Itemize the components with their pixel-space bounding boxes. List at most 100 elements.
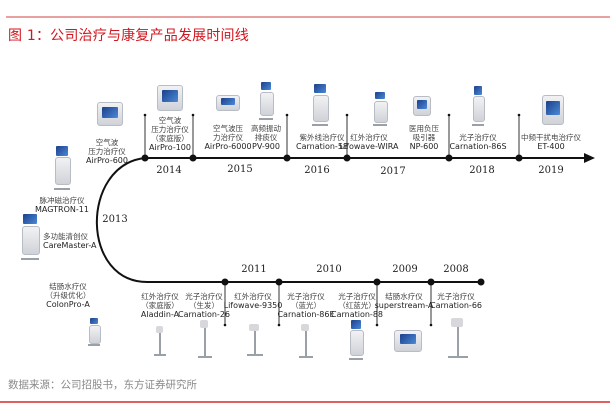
device-image (257, 82, 275, 120)
device-image (471, 86, 485, 126)
device-image (542, 95, 564, 125)
product-desc: 多功能清创仪 (43, 232, 88, 241)
device-image (52, 146, 72, 190)
product-label: 红外治疗仪（家庭版）Aladdin-A (141, 292, 179, 319)
product-model: CareMaster-A (43, 241, 97, 250)
product-desc: 红外治疗仪 (350, 133, 388, 142)
product-desc: 中频干扰电治疗仪 (521, 133, 581, 142)
product-model: Carnation-88 (331, 310, 383, 319)
product-desc: 空气波 (95, 138, 119, 147)
timeline-dot (427, 278, 435, 286)
device-image (198, 320, 212, 358)
device-image (448, 318, 468, 358)
product-desc: 结肠水疗仪 (49, 282, 87, 291)
product-desc: 排痰仪 (254, 133, 278, 142)
timeline-dot (477, 278, 485, 286)
product-desc: 光子治疗仪 (287, 292, 325, 301)
device-image (247, 324, 263, 356)
product-label: 光子治疗仪（红蓝光）Carnation-88 (331, 292, 383, 319)
product-model: Carnation-26 (178, 310, 230, 319)
product-desc: 高频振动 (251, 124, 281, 133)
product-model: Carnation-86E (277, 310, 335, 319)
device-image (87, 318, 101, 346)
year-label: 2013 (102, 214, 128, 225)
product-desc: 压力治疗仪 (88, 147, 126, 156)
device-image (216, 95, 240, 111)
timeline-curve (95, 157, 151, 284)
product-desc: 结肠水疗仪 (385, 292, 423, 301)
product-model: ET-400 (537, 142, 565, 151)
product-model: Aladdin-A (140, 310, 180, 319)
product-desc: （红蓝光） (338, 301, 376, 310)
year-label: 2014 (156, 165, 182, 176)
product-desc: 脉冲磁治疗仪 (39, 196, 85, 205)
product-desc: （家庭版） (151, 134, 189, 143)
year-label: 2010 (316, 264, 342, 275)
device-image (310, 84, 330, 126)
product-label: 空气波压力治疗仪（家庭版）AirPro-100 (149, 116, 191, 152)
timeline-dot (221, 278, 229, 286)
product-desc: 光子治疗仪 (459, 133, 497, 142)
timeline-dot (141, 154, 149, 162)
year-label: 2018 (469, 165, 495, 176)
device-image (347, 320, 365, 360)
product-desc: 压力治疗仪 (151, 125, 189, 134)
product-model: ColonPro-A (46, 300, 90, 309)
product-model: AirPro-600 (86, 156, 128, 165)
product-model: PV-900 (252, 142, 280, 151)
device-image (97, 102, 123, 126)
year-label: 2015 (227, 164, 253, 175)
timeline-dot (515, 154, 523, 162)
arrow-head (584, 153, 595, 163)
device-image (413, 96, 431, 116)
product-model: Carnation-58 (296, 142, 348, 151)
figure-title: 图 1：公司治疗与康复产品发展时间线 (8, 28, 249, 44)
device-image (371, 92, 389, 126)
year-label: 2019 (538, 165, 564, 176)
bottom-rule (0, 401, 610, 403)
product-label: 光子治疗仪（蓝光）Carnation-86E (277, 292, 334, 319)
product-desc: 紫外线治疗仪 (299, 133, 345, 142)
timeline-dot (283, 154, 291, 162)
product-desc: 空气波 (158, 116, 182, 125)
product-model: superstream-A (374, 301, 434, 310)
top-rule (6, 16, 610, 18)
source-note: 数据来源：公司招股书，东方证券研究所 (8, 379, 197, 391)
device-image (394, 330, 422, 352)
timeline-dot (189, 154, 197, 162)
product-desc: 力治疗仪 (212, 133, 243, 142)
product-desc: 吸引器 (412, 133, 436, 142)
timeline-dot (275, 278, 283, 286)
product-desc: 红外治疗仪 (141, 292, 179, 301)
device-image (19, 214, 41, 260)
product-label: 光子治疗仪（生发）Carnation-26 (178, 292, 230, 319)
year-label: 2016 (304, 165, 330, 176)
product-desc: （生发） (189, 301, 219, 310)
year-label: 2017 (380, 166, 406, 177)
product-label: 结肠水疗仪（升级优化）ColonPro-A (46, 282, 91, 309)
product-model: Carnation-86S (449, 142, 507, 151)
product-desc: 光子治疗仪 (338, 292, 376, 301)
timeline-dot (373, 278, 381, 286)
device-image (157, 85, 183, 111)
product-desc: 光子治疗仪 (437, 292, 475, 301)
product-model: AirPro-6000 (204, 142, 252, 151)
year-label: 2008 (443, 264, 469, 275)
product-model: Lifowave-9350 (223, 301, 283, 310)
product-desc: 医用负压 (409, 124, 439, 133)
product-desc: （家庭版） (141, 301, 179, 310)
product-model: NP-600 (409, 142, 439, 151)
device-image (299, 324, 313, 358)
